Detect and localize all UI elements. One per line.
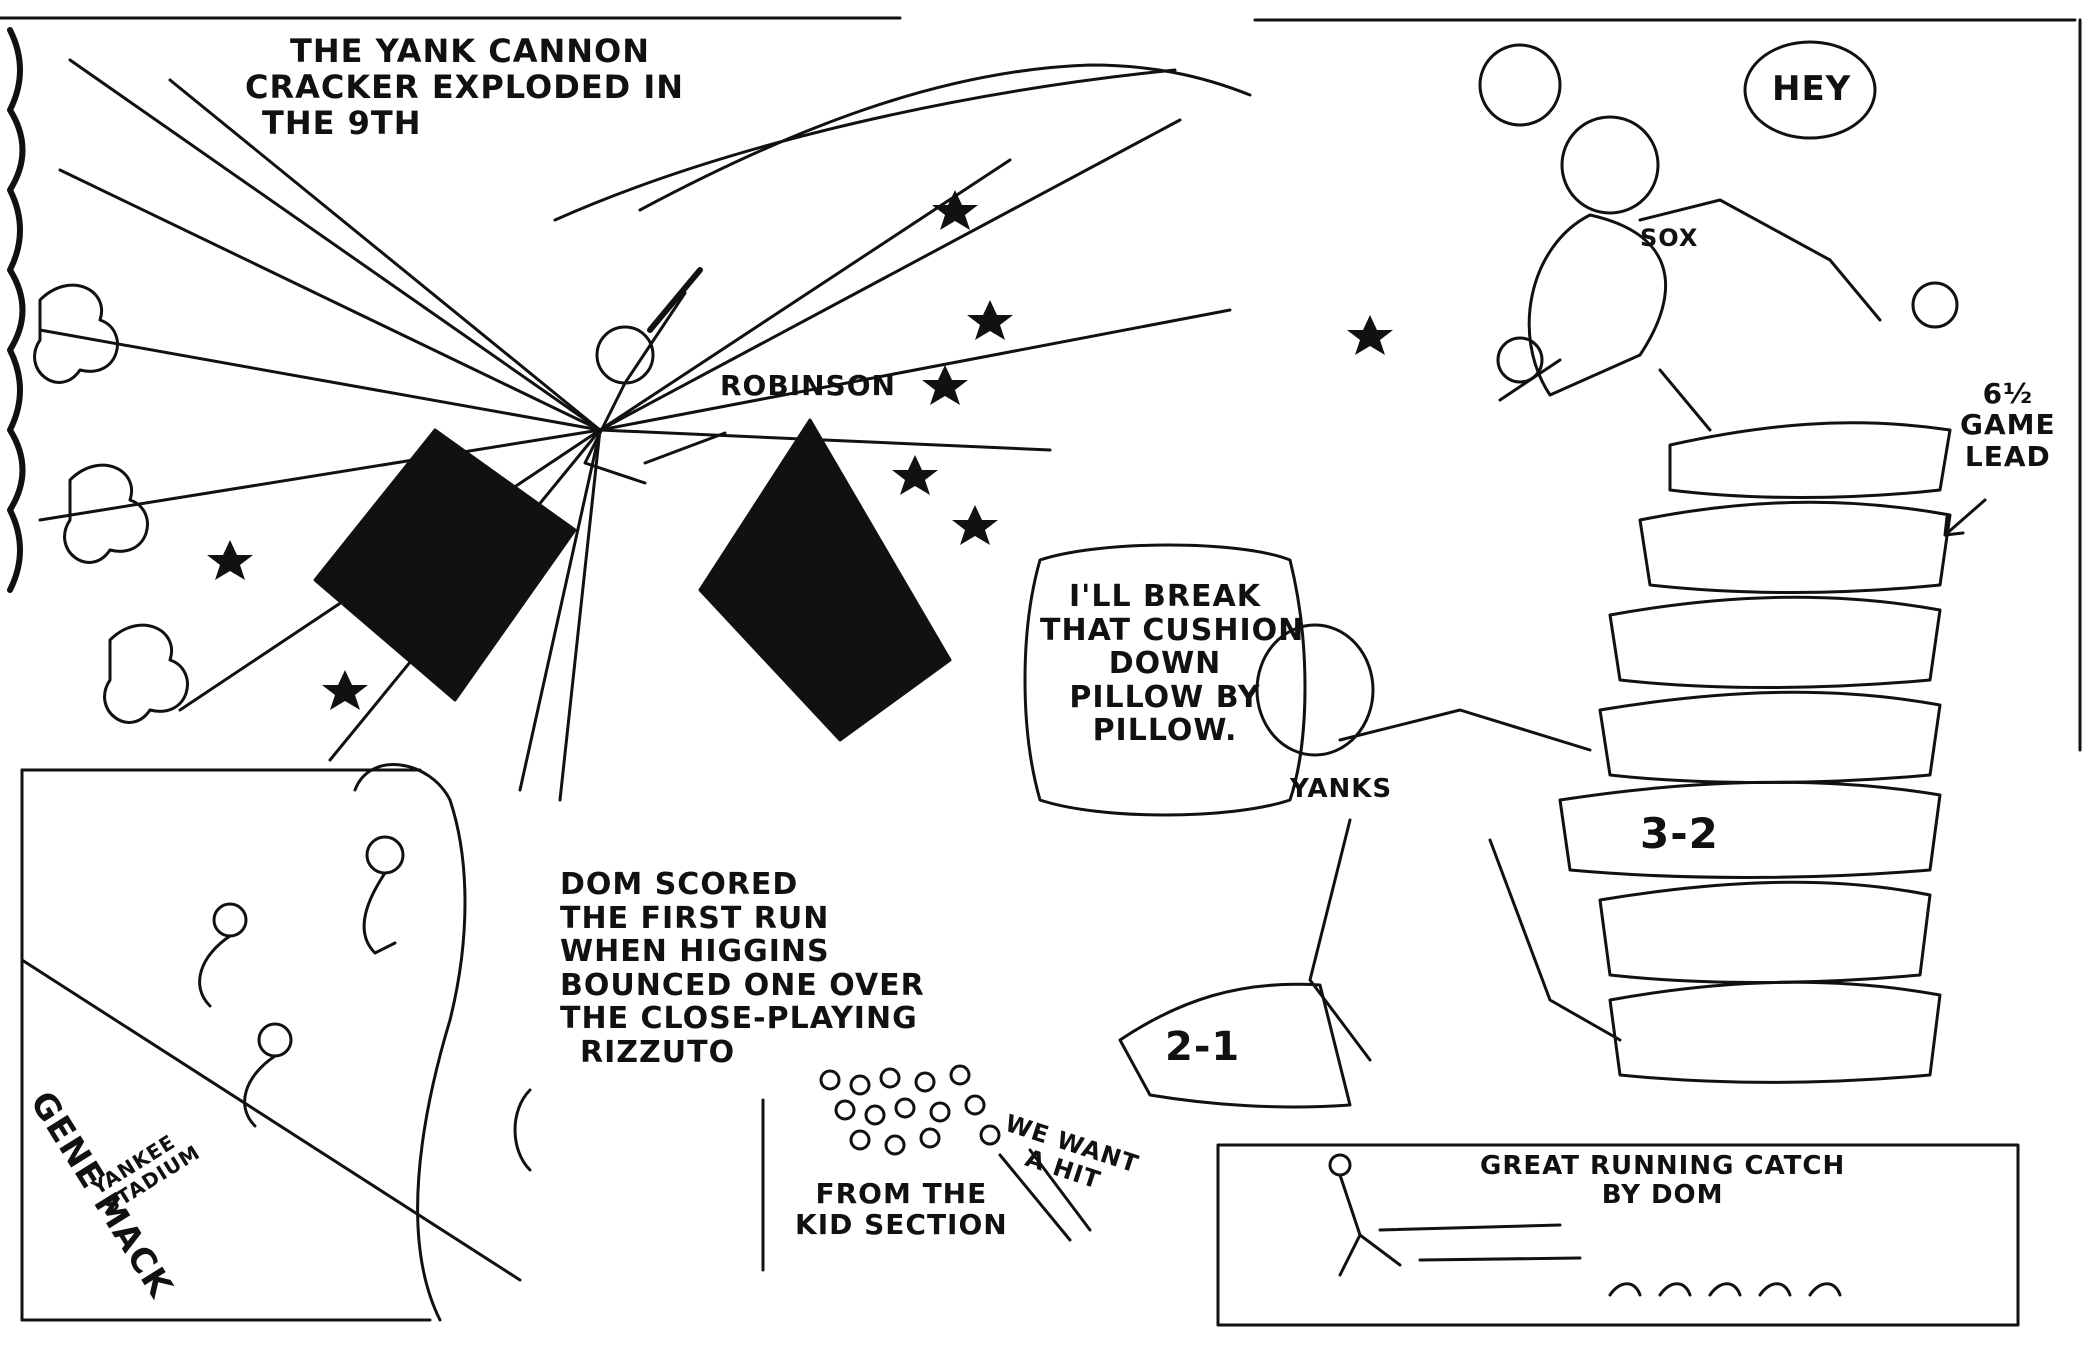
yanks-jersey-label: YANKS — [1290, 774, 1393, 804]
caption-line: WHEN HIGGINS — [560, 934, 830, 970]
speech-break-cushion: I'LL BREAK THAT CUSHION DOWN PILLOW BY P… — [1040, 579, 1305, 749]
caption-line: GREAT RUNNING CATCH — [1480, 1151, 1846, 1181]
pillow-score-2-1: 2-1 — [1165, 1024, 1241, 1070]
caption-yank-cannon: THE YANK CANNON CRACKER EXPLODED IN THE … — [245, 32, 684, 141]
caption-line: THE FIRST RUN — [560, 900, 830, 936]
caption-line: CRACKER EXPLODED IN — [245, 67, 685, 106]
caption-line: BY DOM — [1601, 1180, 1724, 1211]
caption-line: GAME — [1960, 408, 2056, 442]
caption-dom-scored: DOM SCORED THE FIRST RUN WHEN HIGGINS BO… — [560, 868, 925, 1070]
caption-kid-section: FROM THE KID SECTION — [795, 1178, 1008, 1241]
caption-line: DOWN — [1108, 646, 1222, 682]
caption-line: THAT CUSHION — [1040, 612, 1305, 648]
sox-jersey-label: SOX — [1640, 224, 1699, 252]
caption-line: BOUNCED ONE OVER — [560, 967, 925, 1003]
caption-line: THE YANK CANNON — [290, 32, 650, 70]
pillow-score-3-2: 3-2 — [1640, 809, 1719, 858]
speech-hey: HEY — [1772, 69, 1852, 109]
caption-line: 6½ — [1982, 377, 2034, 410]
caption-line: DOM SCORED — [560, 867, 799, 902]
caption-line: KID SECTION — [795, 1208, 1008, 1242]
caption-line: LEAD — [1964, 439, 2051, 473]
caption-line: FROM THE — [815, 1177, 988, 1210]
caption-line: THE CLOSE-PLAYING — [560, 1001, 918, 1037]
caption-running-catch: GREAT RUNNING CATCH BY DOM — [1480, 1151, 1846, 1211]
caption-line: PILLOW BY — [1069, 679, 1261, 715]
caption-line: RIZZUTO — [580, 1034, 736, 1070]
player-name-label: ROBINSON — [720, 369, 896, 402]
caption-line: THE 9TH — [262, 103, 422, 142]
caption-line: PILLOW. — [1092, 713, 1238, 749]
game-lead-label: 6½ GAME LEAD — [1960, 378, 2056, 472]
caption-line: I'LL BREAK — [1069, 579, 1261, 614]
